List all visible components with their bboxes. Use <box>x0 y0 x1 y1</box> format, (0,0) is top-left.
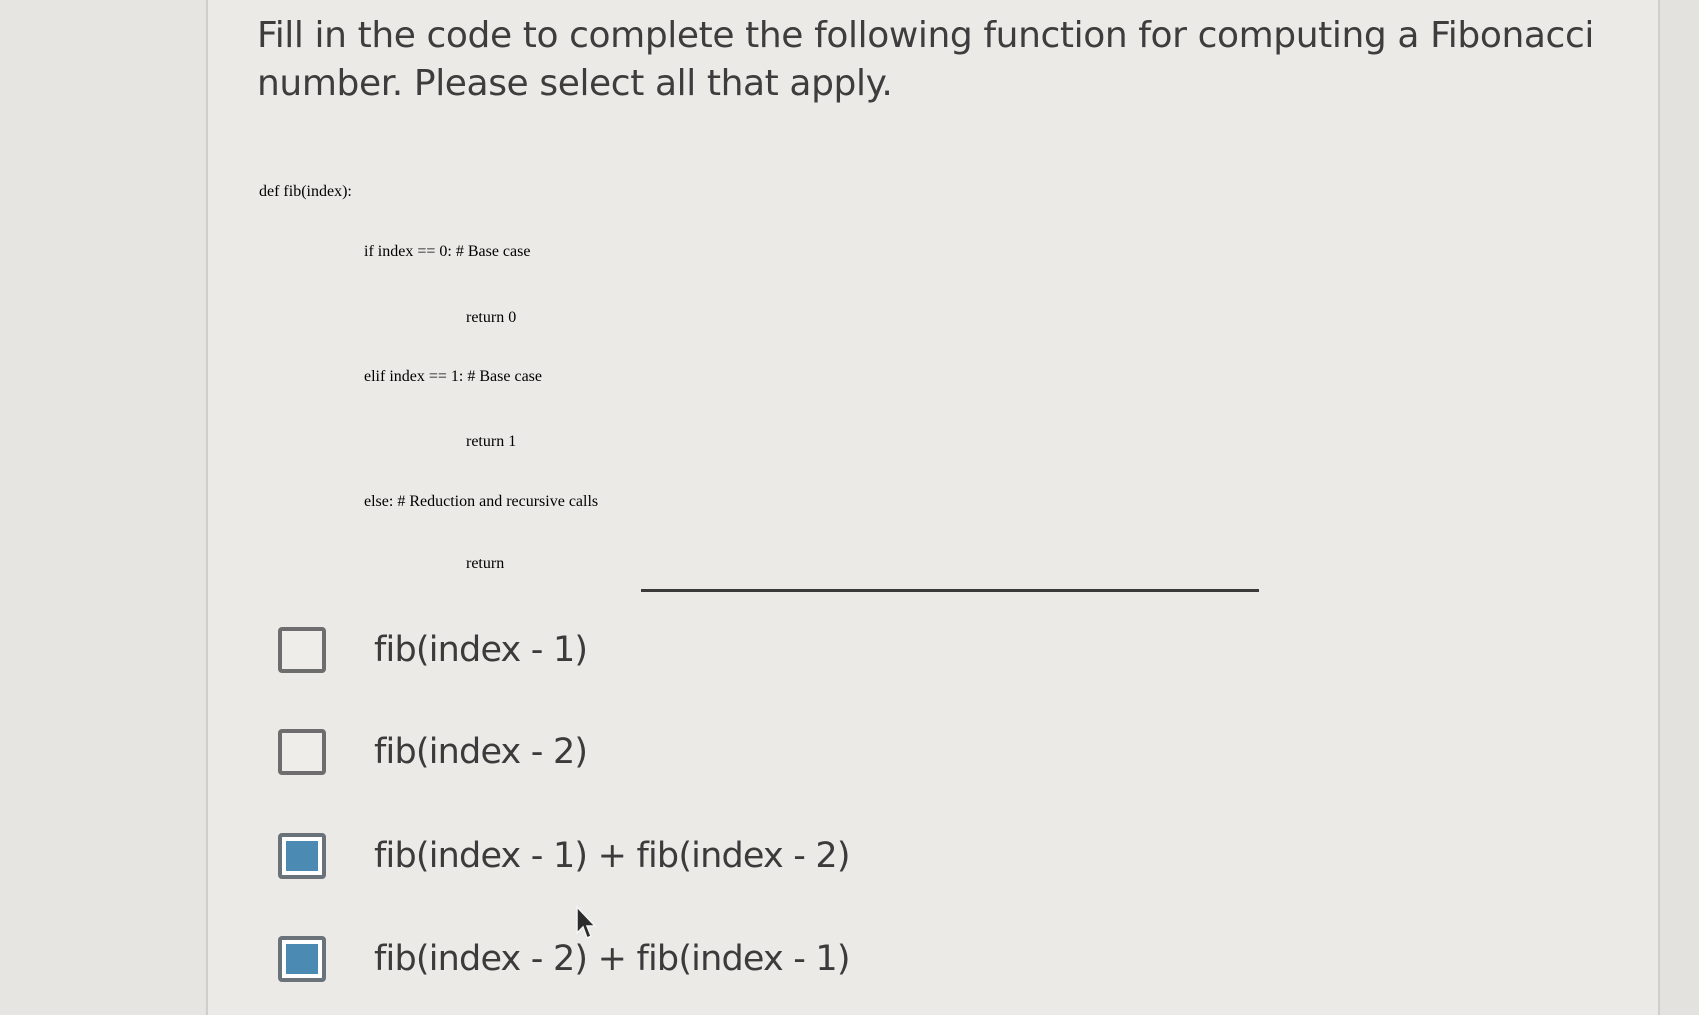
checkbox-unchecked[interactable] <box>278 729 326 775</box>
code-line-if: if index == 0: # Base case <box>364 243 531 260</box>
code-line-return-0: return 0 <box>466 309 517 326</box>
option-fib-index-minus-1[interactable]: fib(index - 1) <box>278 622 588 678</box>
question-panel <box>206 0 1660 1015</box>
option-label: fib(index - 2) <box>374 732 588 772</box>
code-line-def: def fib(index): <box>259 183 352 200</box>
left-margin <box>0 0 205 1015</box>
checkbox-checked[interactable] <box>278 833 326 879</box>
option-label: fib(index - 1) + fib(index - 2) <box>374 836 851 876</box>
checkbox-checked[interactable] <box>278 936 326 982</box>
fill-in-blank <box>641 589 1259 592</box>
code-line-else: else: # Reduction and recursive calls <box>364 493 599 510</box>
checkbox-unchecked[interactable] <box>278 627 326 673</box>
question-prompt: Fill in the code to complete the followi… <box>257 15 1594 104</box>
option-label: fib(index - 1) <box>374 630 588 670</box>
option-fib-index-minus-2[interactable]: fib(index - 2) <box>278 724 588 780</box>
option-sum-1-plus-2[interactable]: fib(index - 1) + fib(index - 2) <box>278 828 851 884</box>
option-label: fib(index - 2) + fib(index - 1) <box>374 939 851 979</box>
code-line-return-1: return 1 <box>466 433 517 450</box>
code-line-elif: elif index == 1: # Base case <box>364 368 542 385</box>
right-margin <box>1660 0 1699 1015</box>
mouse-pointer-icon <box>576 905 597 940</box>
code-line-return-blank: return <box>466 555 505 572</box>
checkbox-fill <box>286 944 318 974</box>
checkbox-fill <box>286 841 318 871</box>
option-sum-2-plus-1[interactable]: fib(index - 2) + fib(index - 1) <box>278 931 851 987</box>
